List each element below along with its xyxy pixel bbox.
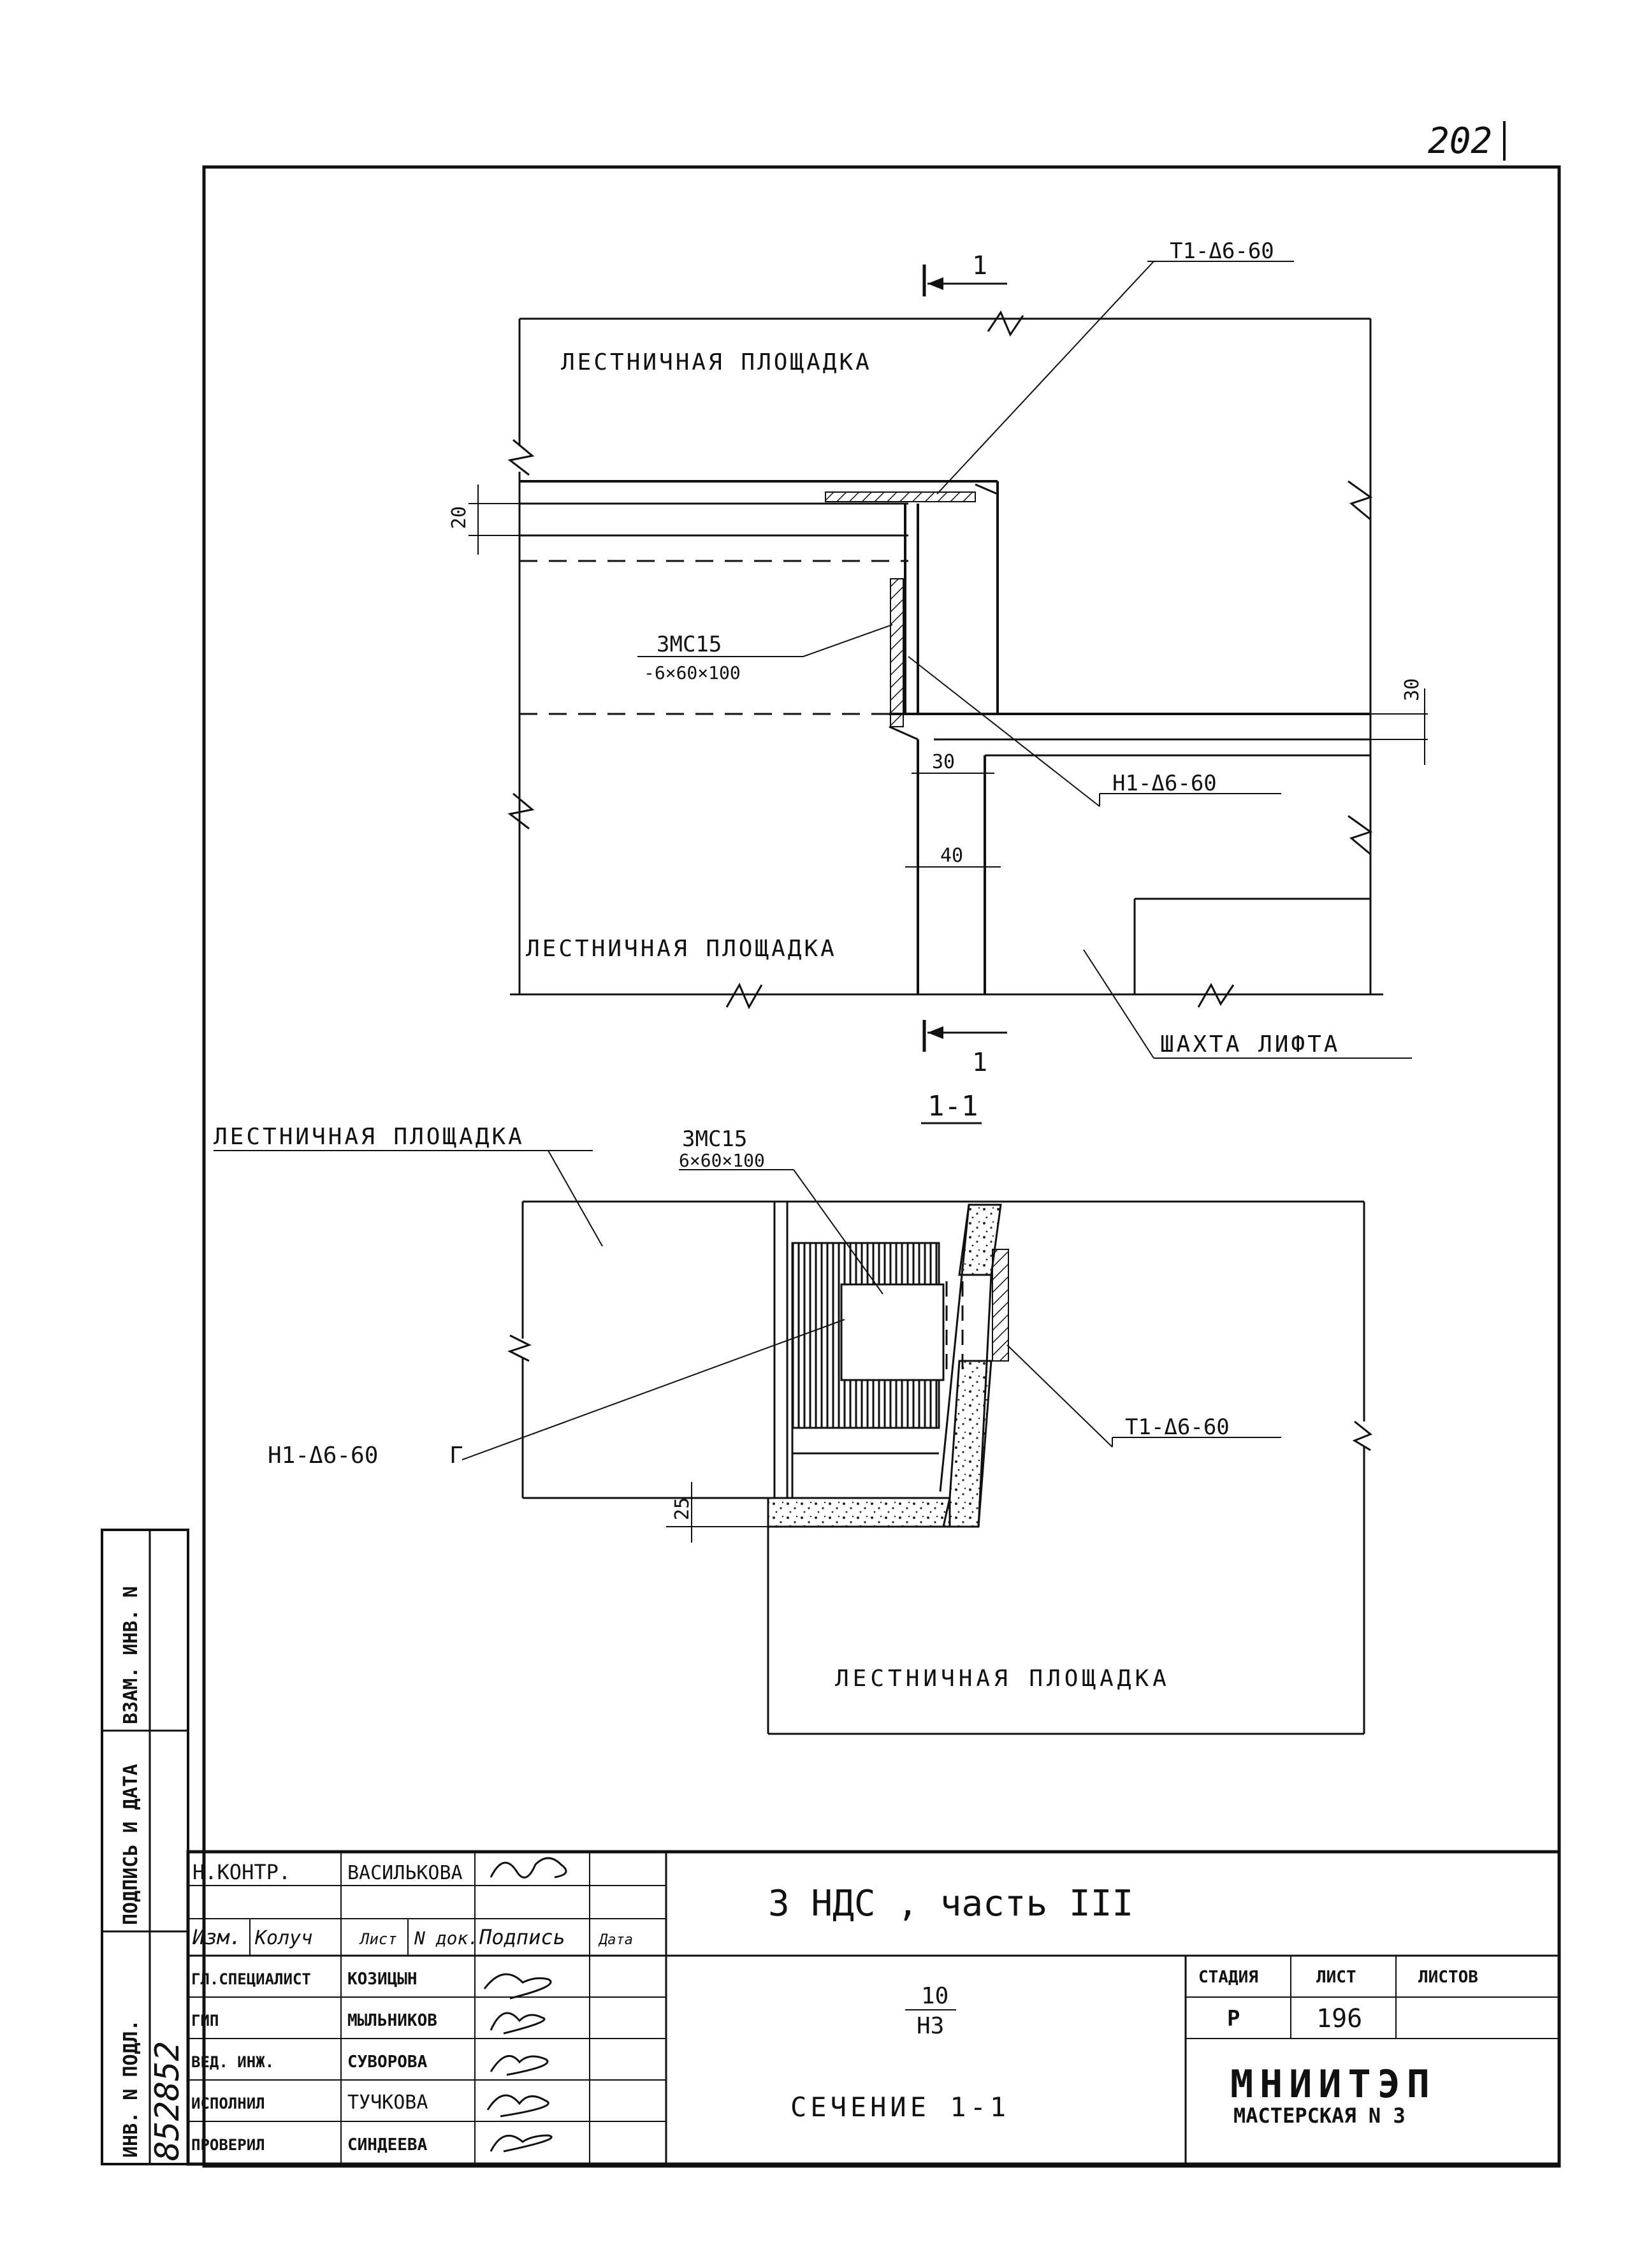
staff-row: ПРОВЕРИЛ СИНДЕЕВА: [191, 2135, 428, 2155]
sheet-value: 196: [1316, 2004, 1362, 2033]
sheets-label: ЛИСТОВ: [1418, 1968, 1478, 1987]
sheet-title: СЕЧЕНИЕ 1-1: [790, 2091, 1010, 2123]
staff-row: ИСПОЛНИЛ ТУЧКОВА: [191, 2091, 428, 2114]
plan-landing-bottom: ЛЕСТНИЧНАЯ ПЛОЩАДКА: [526, 936, 837, 962]
staff-role: ВЕД. ИНЖ.: [191, 2053, 274, 2071]
page-number: 202: [1428, 120, 1492, 162]
org-sub: МАСТЕРСКАЯ N 3: [1233, 2104, 1406, 2128]
staff-row: ВЕД. ИНЖ. СУВОРОВА: [191, 2053, 428, 2072]
vzam-inv-label: ВЗАМ. ИНВ. N: [120, 1586, 142, 1724]
staff-name: КОЗИЦЫН: [347, 1970, 418, 1989]
col-list: Лист: [359, 1930, 397, 1948]
stage-label: СТАДИЯ: [1198, 1968, 1258, 1987]
code-bottom: Н3: [917, 2013, 944, 2039]
nkontr-role: Н.КОНТР.: [193, 1860, 291, 1884]
section-view: 1-1: [214, 1090, 1372, 1735]
nkontr-name: ВАСИЛЬКОВА: [347, 1862, 463, 1884]
dim-40: 40: [940, 845, 963, 867]
project-name: 3 НДС , часть III: [768, 1883, 1133, 1924]
section-part-name: ЗМС15: [682, 1126, 747, 1152]
plan-elevator-shaft: ШАХТА ЛИФТА: [1160, 1031, 1340, 1058]
plan-callout-n1: Н1-Δ6-60: [1112, 771, 1217, 796]
staff-row: ГИП МЫЛЬНИКОВ: [191, 2011, 437, 2030]
dim-30: 30: [932, 751, 955, 773]
plan-view: ЛЕСТНИЧНАЯ ПЛОЩАДКА ЛЕСТНИЧНАЯ ПЛОЩАДКА …: [448, 238, 1428, 1077]
section-mark-bottom: 1: [972, 1048, 987, 1077]
staff-role: ГЛ.СПЕЦИАЛИСТ: [191, 1970, 311, 1988]
inv-orig-label: ИНВ. N ПОДЛ.: [120, 2019, 142, 2158]
staff-name: МЫЛЬНИКОВ: [347, 2011, 437, 2030]
col-data: Дата: [598, 1932, 633, 1948]
section-landing-bottom: ЛЕСТНИЧНАЯ ПЛОЩАДКА: [835, 1666, 1170, 1692]
col-ndok: N док.: [414, 1928, 479, 1949]
staff-role: ГИП: [191, 2012, 219, 2030]
col-podpis: Подпись: [479, 1925, 565, 1949]
sheet-label: ЛИСТ: [1316, 1968, 1356, 1987]
inv-number: 852852: [149, 2041, 187, 2161]
code-top: 10: [921, 1983, 948, 2009]
title-block: Н.КОНТР. ВАСИЛЬКОВА Изм. Колуч Лист N до…: [186, 1850, 1561, 2166]
dim-30-right: 30: [1401, 678, 1423, 701]
section-title: 1-1: [927, 1090, 978, 1123]
plan-part-size: -6×60×100: [644, 662, 741, 683]
org-name: МНИИТЭП: [1230, 2062, 1436, 2107]
side-stamp: ВЗАМ. ИНВ. N ПОДПИСЬ И ДАТА ИНВ. N ПОДЛ.…: [101, 1529, 189, 2165]
section-landing-left: ЛЕСТНИЧНАЯ ПЛОЩАДКА: [214, 1124, 525, 1150]
section-callout-t1: Т1-Δ6-60: [1125, 1414, 1230, 1440]
staff-name: СИНДЕЕВА: [347, 2135, 428, 2155]
section-callout-n1-suffix: Г: [449, 1443, 463, 1469]
sheet-frame: [202, 165, 1561, 2168]
col-koluch: Колуч: [254, 1927, 312, 1949]
stage-value: Р: [1227, 2006, 1240, 2032]
staff-row: ГЛ.СПЕЦИАЛИСТ КОЗИЦЫН: [191, 1970, 418, 1989]
dim-20: 20: [448, 506, 470, 529]
dim-25: 25: [671, 1497, 694, 1520]
section-part-size: 6×60×100: [679, 1150, 765, 1171]
staff-role: ИСПОЛНИЛ: [191, 2095, 265, 2112]
section-callout-n1: Н1-Δ6-60: [268, 1443, 378, 1469]
section-mark-top: 1: [972, 251, 987, 280]
sign-date-label: ПОДПИСЬ И ДАТА: [120, 1764, 142, 1925]
staff-name: СУВОРОВА: [347, 2053, 428, 2072]
staff-name: ТУЧКОВА: [347, 2091, 428, 2114]
plan-landing-top: ЛЕСТНИЧНАЯ ПЛОЩАДКА: [561, 349, 872, 375]
col-izm: Изм.: [192, 1925, 242, 1949]
plan-part-name: ЗМС15: [657, 632, 722, 657]
staff-role: ПРОВЕРИЛ: [191, 2136, 265, 2154]
plan-callout-t1: Т1-Δ6-60: [1170, 238, 1274, 264]
signature: [483, 1857, 567, 2153]
